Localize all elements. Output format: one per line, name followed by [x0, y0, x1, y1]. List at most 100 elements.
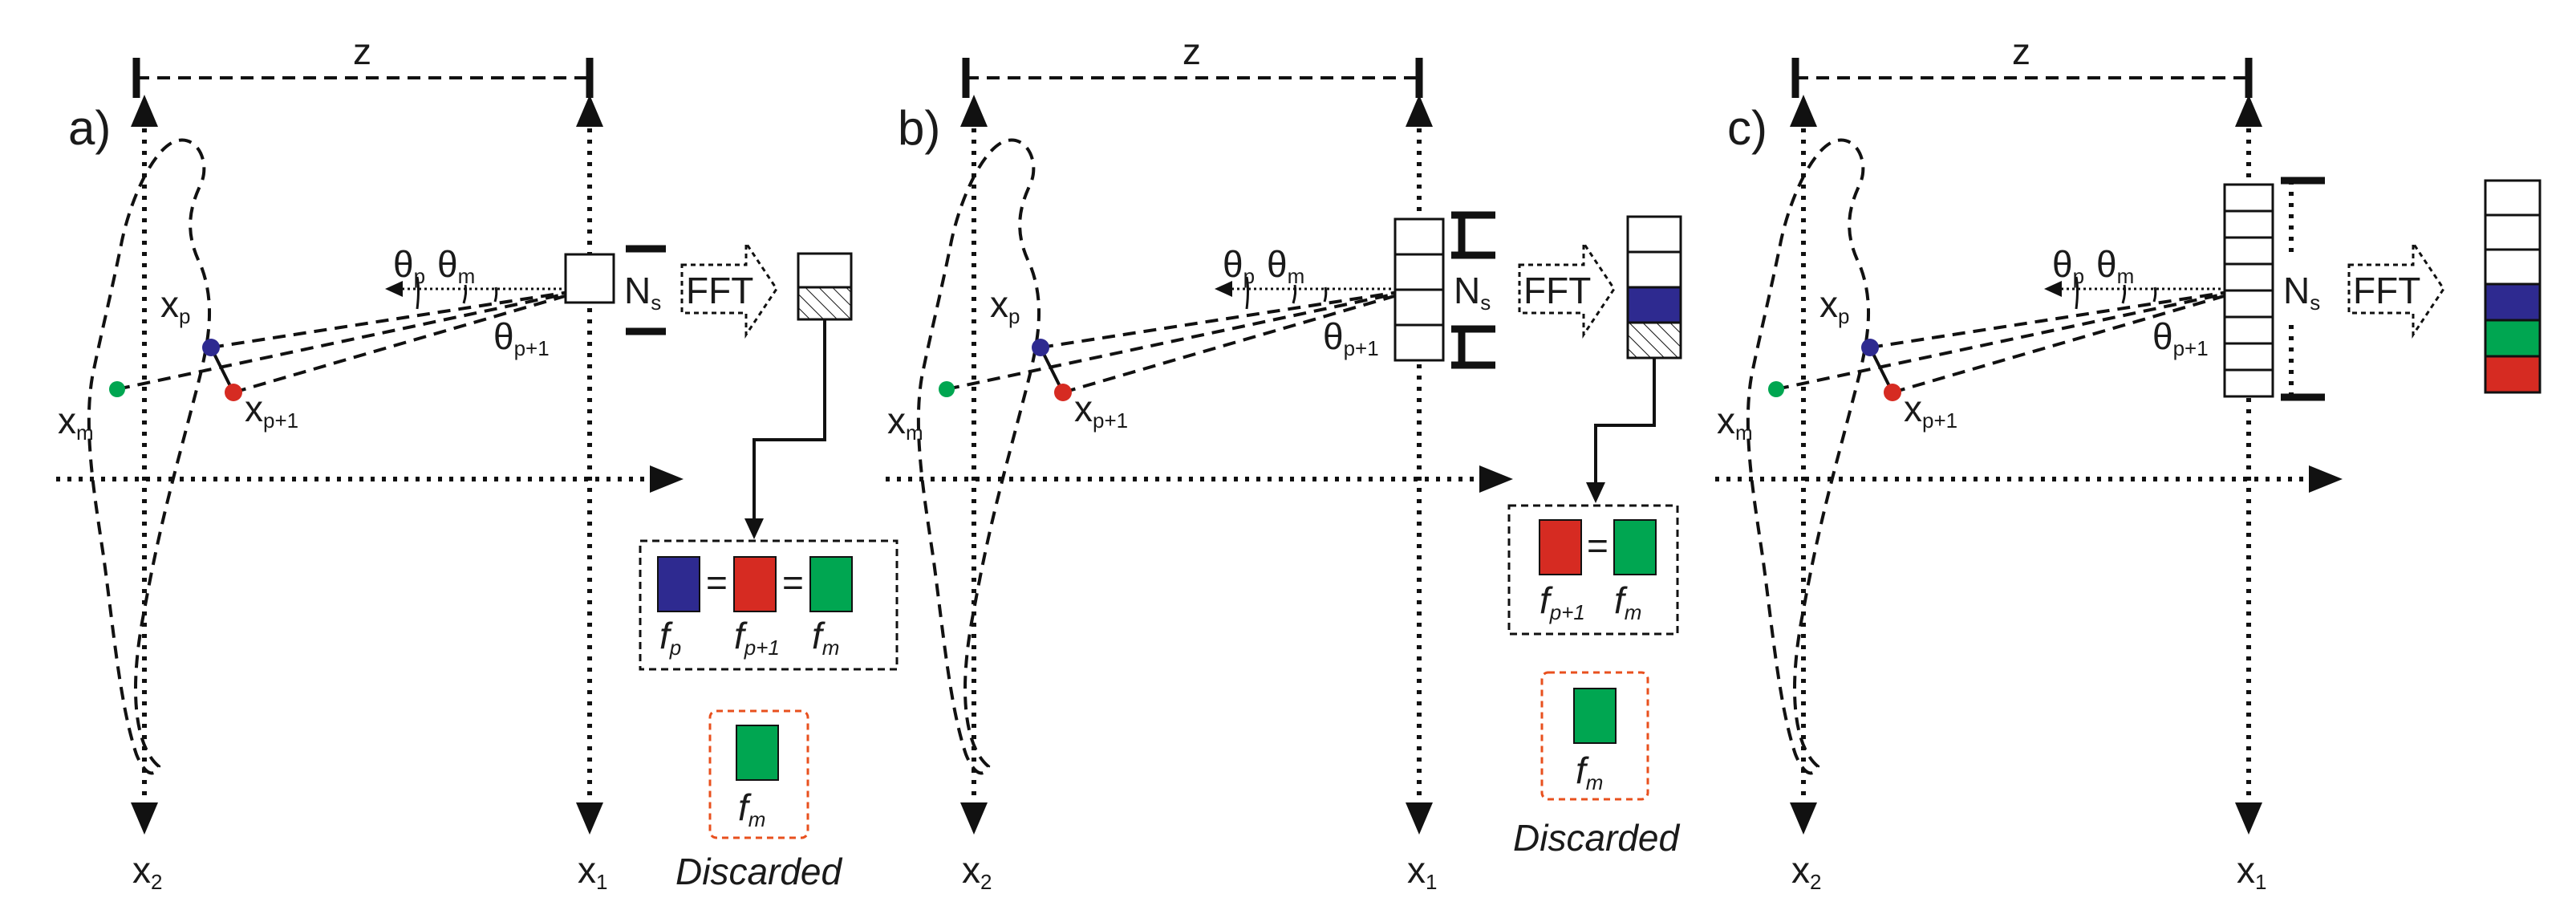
freq-label-p1: fp+1	[1540, 579, 1585, 624]
spectrum-bin-1	[2484, 213, 2542, 251]
x1-axis-top-arrow	[2235, 95, 2262, 127]
z-label: z	[1183, 30, 1201, 72]
theta-arc-2	[2121, 284, 2127, 304]
detector-element	[564, 253, 615, 304]
theta-m-label: θm	[1267, 243, 1304, 288]
panel-b: z b) x2 x1 θp θm θp+1 xp xp+1 xm	[886, 30, 1682, 894]
theta-arc-2	[462, 284, 468, 304]
detector-element-5	[2223, 289, 2274, 319]
point-xm	[1768, 381, 1784, 397]
detector-element-6	[2223, 315, 2274, 345]
detector-element-3	[1393, 288, 1445, 327]
angle-reference-arrow	[2044, 281, 2062, 297]
connector-arrow	[744, 518, 764, 539]
discarded-label: Discarded	[1513, 817, 1681, 859]
horizontal-axis-arrow	[2309, 465, 2343, 493]
panel-letter: c)	[1727, 101, 1767, 155]
equals-sign-2: =	[782, 562, 804, 603]
x1-axis-bottom-arrow	[2235, 802, 2262, 835]
x1-label: x1	[578, 849, 607, 894]
object-outline	[916, 138, 1041, 775]
xm-label: xm	[58, 400, 94, 445]
xp1-label: xp+1	[245, 388, 298, 433]
point-xp	[1032, 339, 1049, 356]
freq-label-m: fm	[812, 615, 839, 660]
x1-axis-bottom-arrow	[1406, 802, 1433, 835]
ns-label: Ns	[2283, 270, 2320, 315]
x1-axis-top-arrow	[576, 95, 603, 127]
panel-c: z c) x2 x1 θp θm θp+1 xp xp+1 xm	[1715, 30, 2542, 894]
theta-arc-1	[1245, 276, 1249, 310]
discard-freq-label: fm	[1576, 750, 1603, 794]
swatch-blue	[657, 556, 700, 612]
theta-arc-2	[1292, 284, 1297, 304]
discard-swatch-green	[736, 725, 779, 781]
x2-axis-bottom-arrow	[1790, 802, 1817, 835]
ray-xm	[1775, 287, 2249, 391]
discard-box	[708, 709, 809, 839]
theta-m-label: θm	[437, 243, 475, 288]
fft-arrow	[1518, 239, 1616, 339]
equals-sign-1: =	[706, 562, 728, 603]
spectrum-bin-0	[2484, 179, 2542, 217]
spectrum-bin-green	[2484, 319, 2542, 358]
discard-box	[1540, 671, 1649, 801]
x2-axis-bottom-arrow	[131, 802, 158, 835]
x2-label: x2	[962, 849, 992, 894]
theta-p-label: θp	[1223, 243, 1255, 288]
swatch-red	[1539, 519, 1582, 575]
x2-axis-top-arrow	[131, 95, 158, 127]
object-outline	[87, 138, 212, 775]
panel-a: z a) x2 x1 θp θm θp+1 xp	[56, 30, 899, 894]
point-xp1	[225, 384, 242, 401]
detector-element-3	[2223, 236, 2274, 266]
object-outline	[1746, 138, 1871, 775]
theta-arc-3	[1323, 286, 1328, 303]
angle-reference-arrow	[385, 281, 403, 297]
x1-axis-bottom-arrow	[576, 802, 603, 835]
discard-swatch-green	[1573, 688, 1617, 744]
theta-m-label: θm	[2096, 243, 2134, 288]
equality-box	[1507, 504, 1679, 636]
theta-arc-3	[2152, 286, 2157, 303]
ray-xp	[210, 287, 590, 349]
spectrum-bin-hatched	[1626, 321, 1682, 360]
detector-element-4	[2223, 262, 2274, 292]
point-xp	[1861, 339, 1879, 356]
theta-arc-1	[2075, 276, 2079, 310]
spectrum-bin-0	[1626, 215, 1682, 254]
theta-p-label: θp	[393, 243, 425, 288]
x2-axis-top-arrow	[1790, 95, 1817, 127]
z-label: z	[2012, 30, 2030, 72]
theta-p1-label: θp+1	[2152, 315, 2209, 360]
x2-label: x2	[132, 849, 162, 894]
detector-element-2	[1393, 253, 1445, 291]
x2-axis-bottom-arrow	[960, 802, 988, 835]
x1-label: x1	[2237, 849, 2266, 894]
spectrum-bin-hatched	[797, 286, 853, 321]
connector-arrow	[1586, 482, 1605, 503]
swatch-green	[1613, 519, 1657, 575]
theta-p1-label: θp+1	[493, 315, 550, 360]
xm-label: xm	[1717, 400, 1753, 445]
point-xp	[202, 339, 220, 356]
xm-label: xm	[887, 400, 923, 445]
spectrum-bin-blue	[1626, 286, 1682, 324]
spectrum-bin-0	[797, 252, 853, 289]
panel-letter: b)	[898, 101, 940, 155]
spectrum-bin-blue	[2484, 282, 2542, 322]
point-xp1	[1884, 384, 1901, 401]
swatch-red	[733, 556, 777, 612]
ray-xp	[1869, 287, 2249, 349]
fft-label: FFT	[2353, 270, 2420, 311]
detector-element-8	[2223, 368, 2274, 398]
discarded-label: Discarded	[675, 851, 843, 892]
z-label: z	[353, 30, 371, 72]
detector-element-1	[2223, 183, 2274, 213]
connector-line	[753, 319, 826, 526]
ray-xm	[116, 287, 590, 391]
equals-sign: =	[1587, 525, 1608, 567]
xp-label: xp	[1819, 283, 1849, 328]
detector-element-1	[1393, 217, 1445, 256]
